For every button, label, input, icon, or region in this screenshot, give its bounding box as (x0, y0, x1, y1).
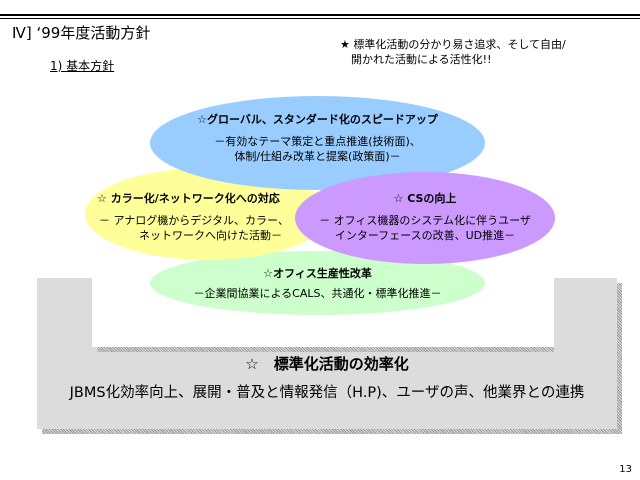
cs-heading: ☆ CSの向上 (393, 192, 457, 205)
global-line2: 体制/仕組み改革と提案(政策面)－ (234, 150, 401, 163)
policy-note-line1: ★ 標準化活動の分かり易さ追求、そして自由/ (340, 38, 566, 51)
header-rule (0, 14, 640, 16)
foundation-body: JBMS化効率向上、展開・普及と情報発信（H.P)、ユーザの声、他業界との連携 (69, 385, 585, 401)
global-heading: ☆グローバル、スタンダード化のスピードアップ (197, 113, 438, 126)
color-network-heading: ☆ カラー化/ネットワーク化への対応 (97, 192, 280, 205)
ellipse-office-productivity: ☆オフィス生産性改革 －企業間協業によるCALS、共通化・標準化推進－ (150, 251, 485, 315)
page-title: Ⅳ] ‘99年度活動方針 (12, 24, 151, 42)
section-subtitle: 1) 基本方針 (50, 59, 115, 73)
page-number: 13 (619, 464, 632, 475)
header-rule-thin (0, 18, 640, 19)
foundation-heading: ☆ 標準化活動の効率化 (245, 355, 409, 373)
global-line1: －有効なテーマ策定と重点推進(技術面)、 (214, 135, 421, 148)
office-heading: ☆オフィス生産性改革 (263, 267, 372, 280)
cs-line2: インターフェースの改善、UD推進－ (334, 229, 516, 242)
color-network-line2: ネットワークへ向けた活動－ (139, 229, 282, 242)
cs-line1: － オフィス機器のシステム化に伴うユーザ (319, 214, 531, 227)
ellipse-global-standard: ☆グローバル、スタンダード化のスピードアップ －有効なテーマ策定と重点推進(技術… (150, 96, 485, 190)
policy-note: ★ 標準化活動の分かり易さ追求、そして自由/ 開かれた活動による活性化!! (340, 37, 566, 67)
office-line1: －企業間協業によるCALS、共通化・標準化推進－ (193, 287, 442, 300)
ellipse-cs: ☆ CSの向上 － オフィス機器のシステム化に伴うユーザ インターフェースの改善… (295, 172, 555, 264)
policy-note-line2: 開かれた活動による活性化!! (351, 53, 492, 66)
color-network-line1: － アナログ機からデジタル、カラー、 (99, 214, 289, 227)
